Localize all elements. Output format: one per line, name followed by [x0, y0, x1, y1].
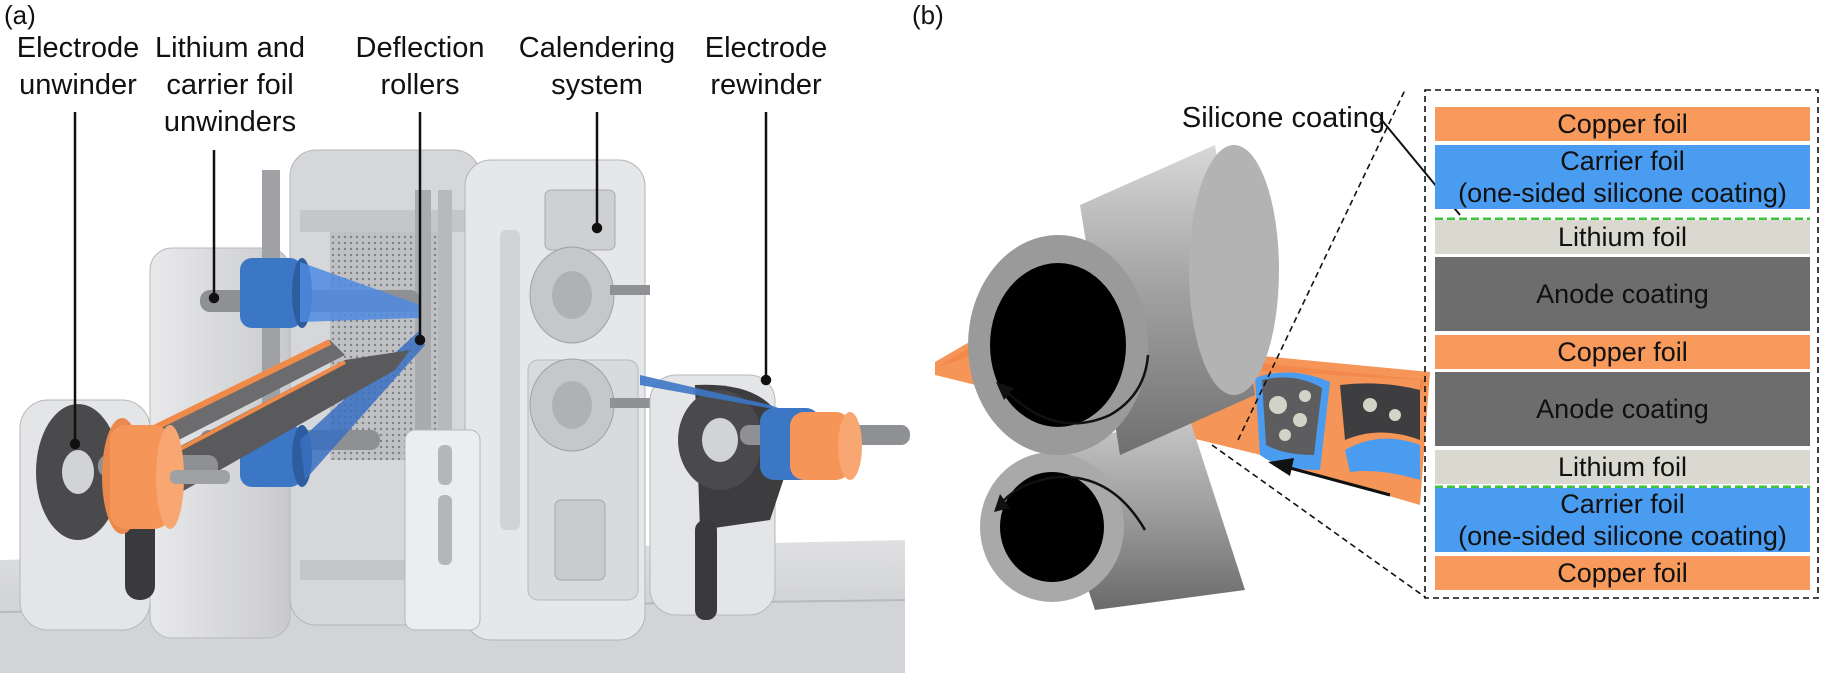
layer-label: Carrier foil: [1560, 146, 1685, 176]
layer-label: Lithium foil: [1557, 452, 1688, 482]
layer-label: Copper foil: [1557, 337, 1688, 367]
silicone-coating-label: Silicone coating: [1181, 102, 1385, 134]
callout-line: Electrode: [704, 32, 828, 64]
layer-label: Lithium foil: [1557, 222, 1688, 252]
callout-line: rewinder: [710, 69, 822, 101]
callout-electrode-rewinder: Electrode rewinder: [690, 30, 842, 104]
callout-line: Electrode: [16, 32, 140, 64]
bottom-calender-roll: [980, 420, 1245, 610]
callout-line: system: [551, 69, 643, 101]
calendering-machine-illustration: [0, 149, 910, 673]
layer-label: Carrier foil: [1560, 489, 1685, 519]
layer-label: Copper foil: [1557, 558, 1688, 588]
silicone-coating-lines: [1435, 217, 1810, 489]
callout-lithium-carrier-unwinders: Lithium and carrier foil unwinders: [155, 30, 305, 141]
callout-electrode-unwinder: Electrode unwinder: [2, 30, 154, 104]
layer-label: Copper foil: [1557, 109, 1688, 139]
callout-line: unwinder: [19, 69, 137, 101]
callout-calendering-system: Calendering system: [508, 30, 686, 104]
layer-label: Anode coating: [1536, 394, 1709, 424]
callout-deflection-rollers: Deflection rollers: [345, 30, 495, 104]
layer-copper-foil: Copper foil: [1435, 556, 1810, 590]
callout-line: unwinders: [163, 106, 297, 138]
calender-rollers-illustration: [935, 145, 1430, 610]
callout-line: Lithium and: [155, 32, 305, 64]
layer-copper-foil: Copper foil: [1435, 107, 1810, 141]
layer-label: Anode coating: [1536, 279, 1709, 309]
layer-carrier-foil: Carrier foil(one-sided silicone coating): [1435, 488, 1810, 552]
layer-lithium-foil: Lithium foil: [1435, 220, 1810, 254]
callout-line: rollers: [380, 69, 460, 101]
layer-label: (one-sided silicone coating): [1458, 521, 1787, 551]
layer-copper-foil: Copper foil: [1435, 335, 1810, 369]
layer-anode-coating: Anode coating: [1435, 257, 1810, 331]
top-calender-roll: [968, 145, 1279, 455]
panel-label-a: (a): [4, 0, 36, 30]
callout-line: Deflection: [355, 32, 485, 64]
layer-lithium-foil: Lithium foil: [1435, 450, 1810, 484]
layer-anode-coating: Anode coating: [1435, 372, 1810, 446]
callout-line: carrier foil: [166, 69, 294, 101]
callout-leader-lines: [69, 112, 772, 450]
callout-line: Calendering: [518, 32, 676, 64]
panel-label-b: (b): [912, 0, 944, 30]
layer-label: (one-sided silicone coating): [1458, 178, 1787, 208]
zoom-lines: [1211, 89, 1819, 599]
layer-carrier-foil: Carrier foil(one-sided silicone coating): [1435, 145, 1810, 209]
